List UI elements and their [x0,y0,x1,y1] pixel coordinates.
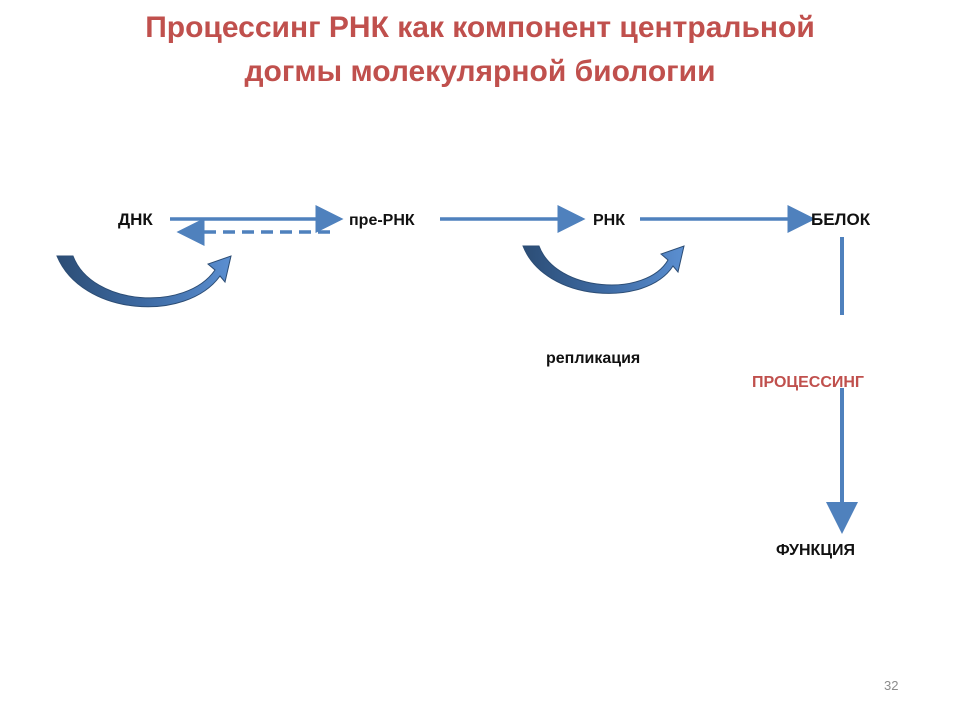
node-rna: РНК [593,212,625,229]
title-line-1: Процессинг РНК как компонент центральной [145,11,815,44]
node-pre-rna: пре-РНК [349,212,415,229]
node-function: ФУНКЦИЯ [776,542,856,559]
curved-arrow-rna-replication [522,245,685,294]
slide-title: Процессинг РНК как компонент центральной… [0,6,960,94]
curved-arrow-dna-replication [56,255,232,308]
label-processing: ПРОЦЕССИНГ [752,374,864,391]
node-protein: БЕЛОК [811,210,871,229]
label-replication: репликация [546,350,641,367]
node-dna: ДНК [118,210,153,229]
page-number: 32 [884,678,899,693]
title-line-2: догмы молекулярной биологии [244,55,716,88]
